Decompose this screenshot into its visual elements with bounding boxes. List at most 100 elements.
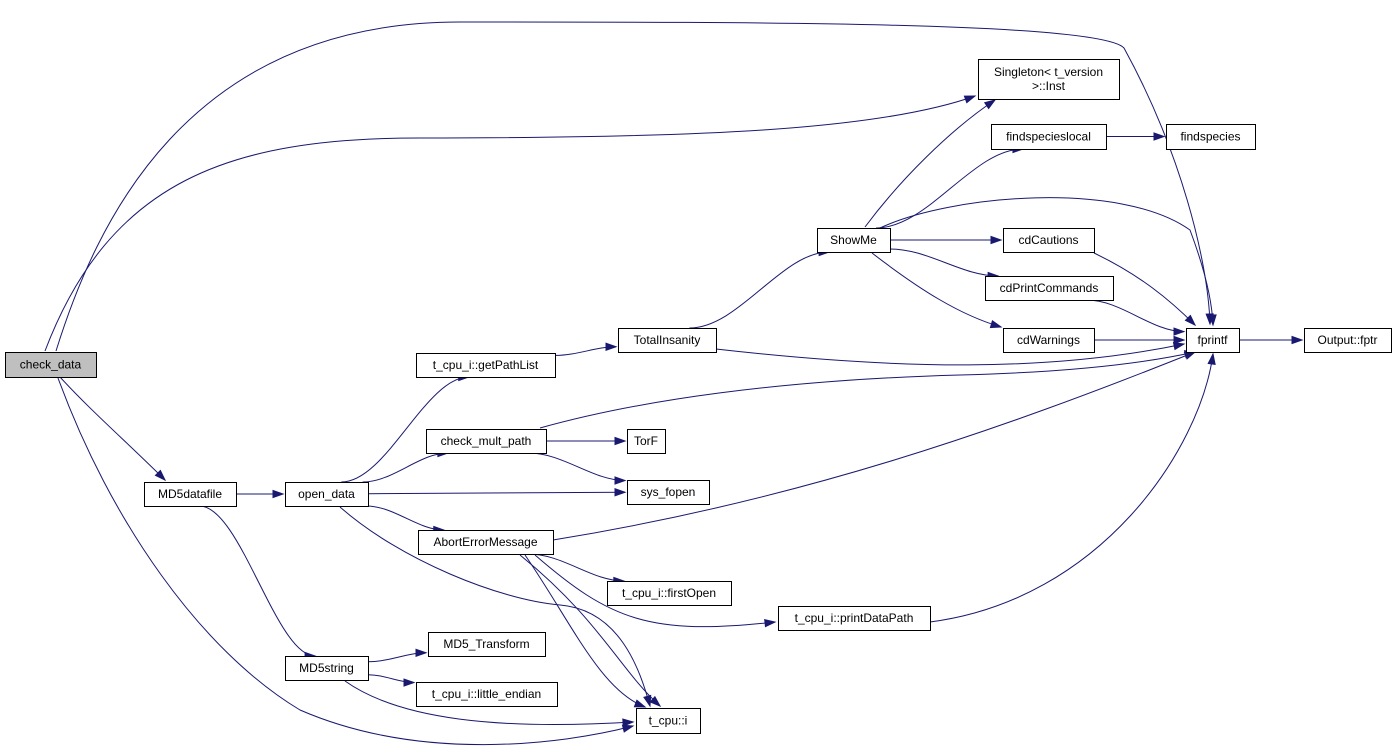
node-sys-fopen[interactable]: sys_fopen [627,480,710,505]
node-fprintf-box [1186,328,1240,353]
edge-aborterrormessage-to-t-cpu-i-arrowhead [649,695,662,708]
node-showme-label: ShowMe [830,233,877,247]
node-md5string[interactable]: MD5string [285,656,369,681]
node-open-data-label: open_data [298,487,355,501]
node-output-fptr[interactable]: Output::fptr [1304,328,1392,353]
node-cdwarnings-box [1003,328,1095,353]
node-md5string-label: MD5string [299,661,354,675]
edge-md5string-to-md5-transform-arrowhead [415,648,428,657]
node-sys-fopen-label: sys_fopen [641,485,696,499]
node-t-cpu-i-getpathlist-box [416,353,556,378]
node-cdprintcommands-label: cdPrintCommands [1000,281,1099,295]
edge-showme-to-singleton-inst [864,99,996,228]
node-md5datafile-box [144,482,237,507]
node-findspecieslocal[interactable]: findspecieslocal [991,124,1107,150]
node-t-cpu-i-getpathlist[interactable]: t_cpu_i::getPathList [416,353,556,378]
node-check-mult-path[interactable]: check_mult_path [426,429,547,454]
edge-t-cpu-i-getpathlist-to-totalinsanity-arrowhead [605,342,618,351]
node-output-fptr-box [1304,328,1392,353]
node-showme-box [817,228,891,253]
edge-aborterrormessage-to-fprintf [552,351,1196,541]
node-singleton-inst-label: Singleton< t_version [994,65,1103,79]
node-sys-fopen-box [627,480,710,505]
edge-check-mult-path-to-sys-fopen [528,452,626,482]
edge-showme-to-findspecieslocal [876,148,1023,229]
node-t-cpu-i[interactable]: t_cpu::i [636,708,701,734]
edge-md5datafile-to-open-data-arrowhead [272,489,285,499]
node-torf-label: TorF [634,434,658,448]
edge-cdcautions-to-fprintf-arrowhead [1184,314,1197,327]
node-findspecies-label: findspecies [1180,130,1240,144]
node-check-data-label: check_data [20,358,82,372]
edge-t-cpu-i-printdatapath-to-fprintf [929,353,1214,623]
edge-md5string-to-t-cpu-i-arrowhead [622,718,635,727]
node-totalinsanity-box [618,328,717,353]
edge-aborterrormessage-to-t-cpu-i-alt [524,554,646,708]
edge-check-data-to-t-cpu-i-arrowhead [621,724,635,733]
node-t-cpu-i-box [636,708,701,734]
node-check-data-box [5,352,97,378]
node-t-cpu-i-little-endian[interactable]: t_cpu_i::little_endian [416,682,558,707]
node-t-cpu-i-firstopen-label: t_cpu_i::firstOpen [622,586,716,600]
node-md5-transform-label: MD5_Transform [443,637,529,651]
node-aborterrormessage[interactable]: AbortErrorMessage [418,530,554,555]
node-findspecieslocal-box [991,124,1107,150]
edge-showme-to-cdprintcommands [889,248,999,277]
node-findspecies[interactable]: findspecies [1166,124,1256,150]
edge-showme-to-fprintf [879,197,1214,326]
edge-aborterrormessage-to-t-cpu-i-printdatapath-arrowhead [764,618,777,628]
node-singleton-inst[interactable]: Singleton< t_version>::Inst [978,59,1120,100]
edge-totalinsanity-to-fprintf [715,343,1185,366]
node-cdcautions[interactable]: cdCautions [1003,228,1095,253]
node-cdprintcommands[interactable]: cdPrintCommands [985,276,1114,301]
edge-cdprintcommands-to-fprintf-arrowhead [1173,327,1186,336]
edge-showme-to-singleton-inst-arrowhead [983,99,997,110]
edge-check-mult-path-to-sys-fopen-arrowhead [614,476,627,485]
node-findspecieslocal-label: findspecieslocal [1006,130,1091,144]
edge-open-data-to-t-cpu-i [339,506,651,707]
node-output-fptr-label: Output::fptr [1317,333,1377,347]
node-open-data[interactable]: open_data [285,482,369,507]
edge-open-data-to-sys-fopen-arrowhead [614,488,627,497]
node-md5datafile-label: MD5datafile [158,487,222,501]
edge-check-mult-path-to-torf-arrowhead [614,436,627,446]
edge-aborterrormessage-to-t-cpu-i-firstopen [528,553,624,582]
edge-totalinsanity-to-showme [689,251,830,329]
node-totalinsanity[interactable]: TotalInsanity [618,328,717,353]
node-fprintf[interactable]: fprintf [1186,328,1240,353]
node-t-cpu-i-firstopen[interactable]: t_cpu_i::firstOpen [607,581,732,606]
node-md5datafile[interactable]: MD5datafile [144,482,237,507]
edge-totalinsanity-to-fprintf-arrowhead [1172,342,1186,351]
node-t-cpu-i-printdatapath[interactable]: t_cpu_i::printDataPath [778,606,931,631]
node-torf[interactable]: TorF [627,429,666,454]
edge-check-data-to-singleton-inst-arrowhead [963,95,977,104]
edge-check-data-to-singleton-inst [44,95,976,352]
edge-open-data-to-aborterrormessage [366,505,444,531]
node-cdprintcommands-box [985,276,1114,301]
node-showme[interactable]: ShowMe [817,228,891,253]
edge-open-data-to-t-cpu-i-arrowhead [643,694,652,708]
node-fprintf-label: fprintf [1197,333,1228,347]
edge-md5datafile-to-md5string [199,505,316,657]
node-t-cpu-i-little-endian-label: t_cpu_i::little_endian [432,687,541,701]
edge-showme-to-fprintf-arrowhead [1208,314,1217,327]
edge-md5string-to-t-cpu-i-little-endian-arrowhead [403,678,416,687]
edge-cdwarnings-to-fprintf-arrowhead [1173,335,1186,345]
node-t-cpu-i-label: t_cpu::i [649,714,688,728]
edge-check-data-to-md5datafile-arrowhead [154,469,167,482]
node-md5-transform-box [428,632,546,657]
node-check-data[interactable]: check_data [5,352,97,378]
node-cdcautions-label: cdCautions [1018,233,1078,247]
node-cdwarnings[interactable]: cdWarnings [1003,328,1095,353]
edge-t-cpu-i-printdatapath-to-fprintf-arrowhead [1207,352,1216,365]
edge-md5string-to-t-cpu-i [344,680,634,726]
node-singleton-inst-box [978,59,1120,100]
node-findspecies-box [1166,124,1256,150]
node-md5-transform[interactable]: MD5_Transform [428,632,546,657]
edge-open-data-to-check-mult-path [362,452,448,483]
node-check-mult-path-box [426,429,547,454]
edge-cdprintcommands-to-fprintf [1086,299,1185,333]
edge-showme-to-cdwarnings [871,252,1002,328]
edge-open-data-to-sys-fopen [367,491,626,495]
